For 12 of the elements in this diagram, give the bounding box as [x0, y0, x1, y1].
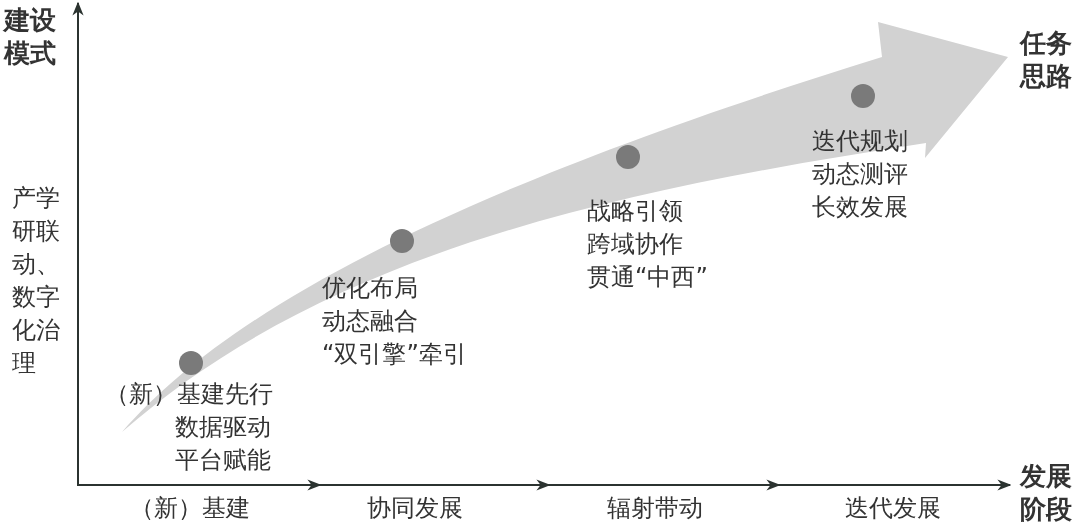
milestone-text: 优化布局动态融合“双引擎”牵引 [322, 273, 467, 370]
axis-label: 产学研联动、数字化治理 [12, 183, 60, 379]
stage-label: 辐射带动 [606, 493, 704, 524]
stage-label: （新）基建 [129, 493, 251, 524]
milestone-text: 迭代规划动态测评长效发展 [812, 126, 908, 223]
milestone-text: （新）基建先行数据驱动平台赋能 [105, 379, 273, 476]
axis-title: 建设模式 [4, 4, 56, 70]
stage-label: 迭代发展 [844, 493, 942, 524]
stage-label: 协同发展 [366, 493, 464, 524]
milestone-text: 战略引领跨域协作贯通“中西” [587, 196, 708, 293]
axis-title: 任务思路 [1020, 27, 1072, 93]
axis-title: 发展阶段 [1020, 460, 1072, 526]
